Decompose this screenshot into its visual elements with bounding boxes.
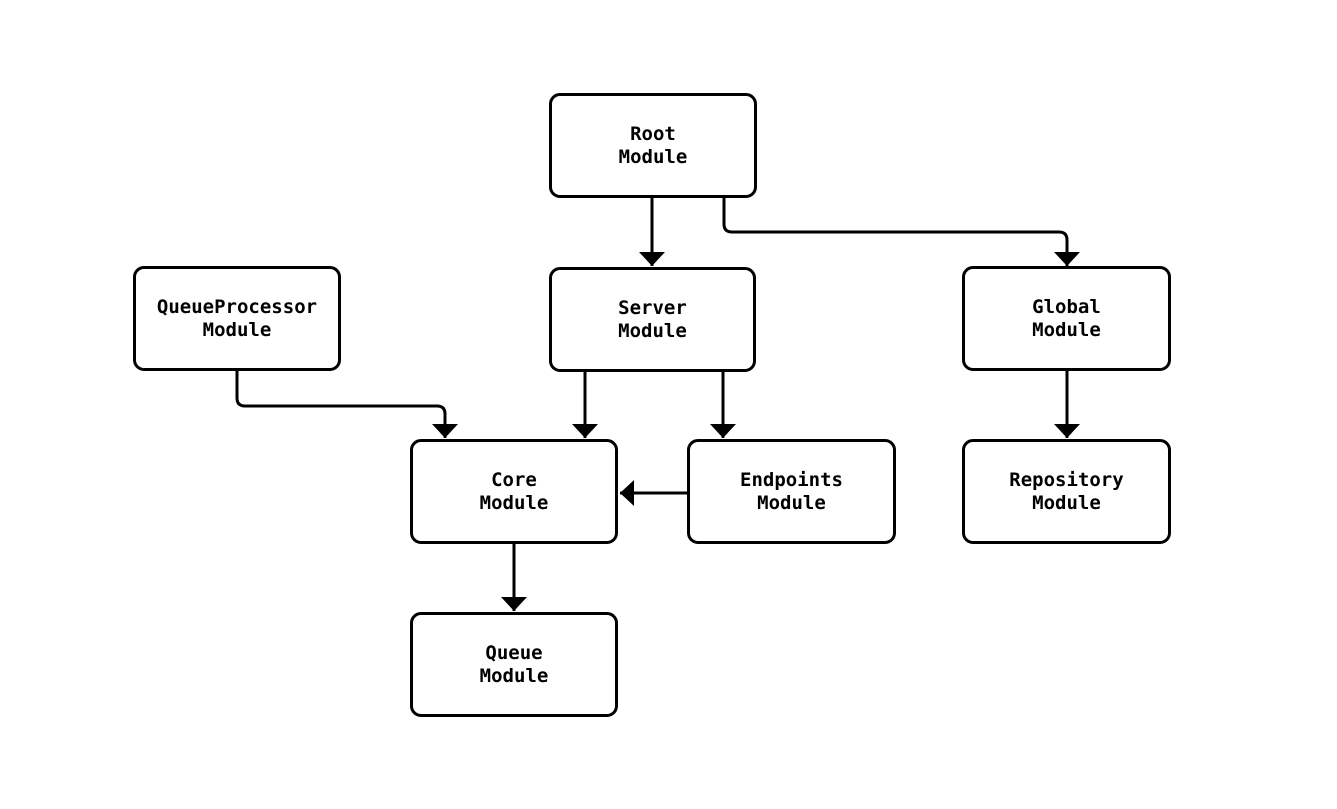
node-label-global: Global Module — [1032, 295, 1101, 341]
edge-queueprocessor-to-core — [235, 370, 458, 438]
node-global-module: Global Module — [962, 266, 1171, 371]
node-queue-module: Queue Module — [410, 612, 618, 717]
node-label-core: Core Module — [479, 468, 549, 514]
node-label-queue: Queue Module — [479, 641, 549, 687]
edge-root-to-global — [722, 198, 1080, 266]
node-label-repository: Repository Module — [1009, 468, 1124, 514]
node-server-module: Server Module — [549, 267, 756, 372]
node-label-server: Server Module — [618, 296, 687, 342]
node-repository-module: Repository Module — [962, 439, 1171, 544]
edge-group — [235, 198, 1080, 611]
node-root-module: Root Module — [549, 93, 757, 198]
node-core-module: Core Module — [410, 439, 618, 544]
node-label-queueprocessor: QueueProcessor Module — [156, 295, 318, 341]
node-queueprocessor-module: QueueProcessor Module — [133, 266, 341, 371]
node-label-root: Root Module — [618, 122, 688, 168]
node-label-endpoints: Endpoints Module — [740, 468, 843, 514]
node-endpoints-module: Endpoints Module — [687, 439, 896, 544]
